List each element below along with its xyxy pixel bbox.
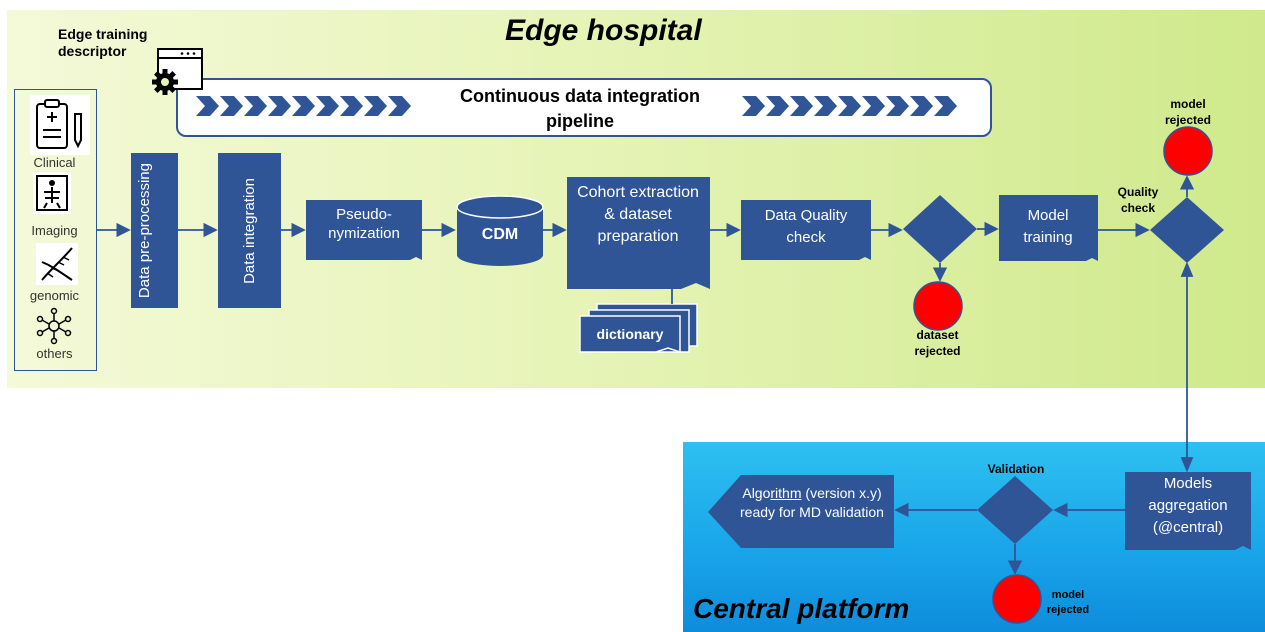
source-genomic-label: genomic: [29, 288, 80, 303]
cohort-label: Cohort extraction & dataset preparation: [577, 184, 699, 245]
algorithm-box: [708, 475, 894, 548]
flow-arrows: [97, 175, 1195, 575]
imaging-icon: [33, 172, 71, 214]
gear-icon: [152, 69, 178, 95]
cdm-label: CDM: [481, 226, 519, 243]
central-platform-title: Central platform: [693, 593, 910, 624]
model-rejected-label-central: model rejected: [1046, 589, 1090, 616]
model-rejected-circle-central: [992, 574, 1042, 624]
dictionary-label: dictionary: [596, 326, 664, 342]
cohort-box: [567, 177, 710, 289]
model-rejected-circle-edge: [1163, 126, 1213, 176]
data-sources-panel: [14, 89, 97, 371]
data-quality-box: [741, 200, 871, 260]
clinical-icon: [30, 95, 90, 155]
dataset-rejected-label: dataset rejected: [914, 328, 961, 358]
data-quality-label: Data Quality check: [764, 207, 848, 246]
preprocessing-box: Data pre-processing: [131, 153, 178, 308]
pipeline-chevrons-right: [742, 96, 957, 116]
source-clinical-label: Clinical: [33, 155, 76, 170]
models-aggregation-box: [1125, 472, 1251, 550]
cdm-cylinder: [456, 195, 544, 266]
genomic-icon: [36, 243, 78, 285]
models-aggregation-label: Models aggregation (@central): [1148, 475, 1228, 536]
source-others-label: others: [36, 346, 73, 361]
dataset-rejected-circle: [913, 281, 963, 331]
source-imaging-label: Imaging: [31, 223, 78, 238]
others-icon: [36, 307, 72, 345]
pipeline-chevrons-left: [196, 96, 411, 116]
validation-label: Validation: [987, 462, 1045, 476]
integration-box: Data integration: [218, 153, 281, 308]
quality-check-diamond: [1150, 197, 1224, 263]
bidirectional-link: [1180, 261, 1194, 473]
quality-check-label: Quality check: [1117, 185, 1159, 215]
model-training-box: [999, 195, 1098, 261]
model-training-label: Model training: [1023, 207, 1073, 246]
pseudonymization-label: Pseudo-nymization: [328, 206, 400, 242]
model-rejected-label-edge: model rejected: [1164, 97, 1212, 127]
dataset-decision-diamond: [903, 195, 977, 263]
pseudonymization-box: [306, 200, 422, 260]
pipeline-label: Continuous data integration pipeline: [460, 86, 700, 131]
edge-training-descriptor-label: Edge training descriptor: [58, 26, 148, 59]
validation-diamond: [977, 476, 1053, 544]
algorithm-label: Algorithm (version x.y) ready for MD val…: [740, 485, 884, 520]
edge-hospital-title: Edge hospital: [505, 14, 702, 47]
dictionary-stack: [579, 303, 698, 354]
